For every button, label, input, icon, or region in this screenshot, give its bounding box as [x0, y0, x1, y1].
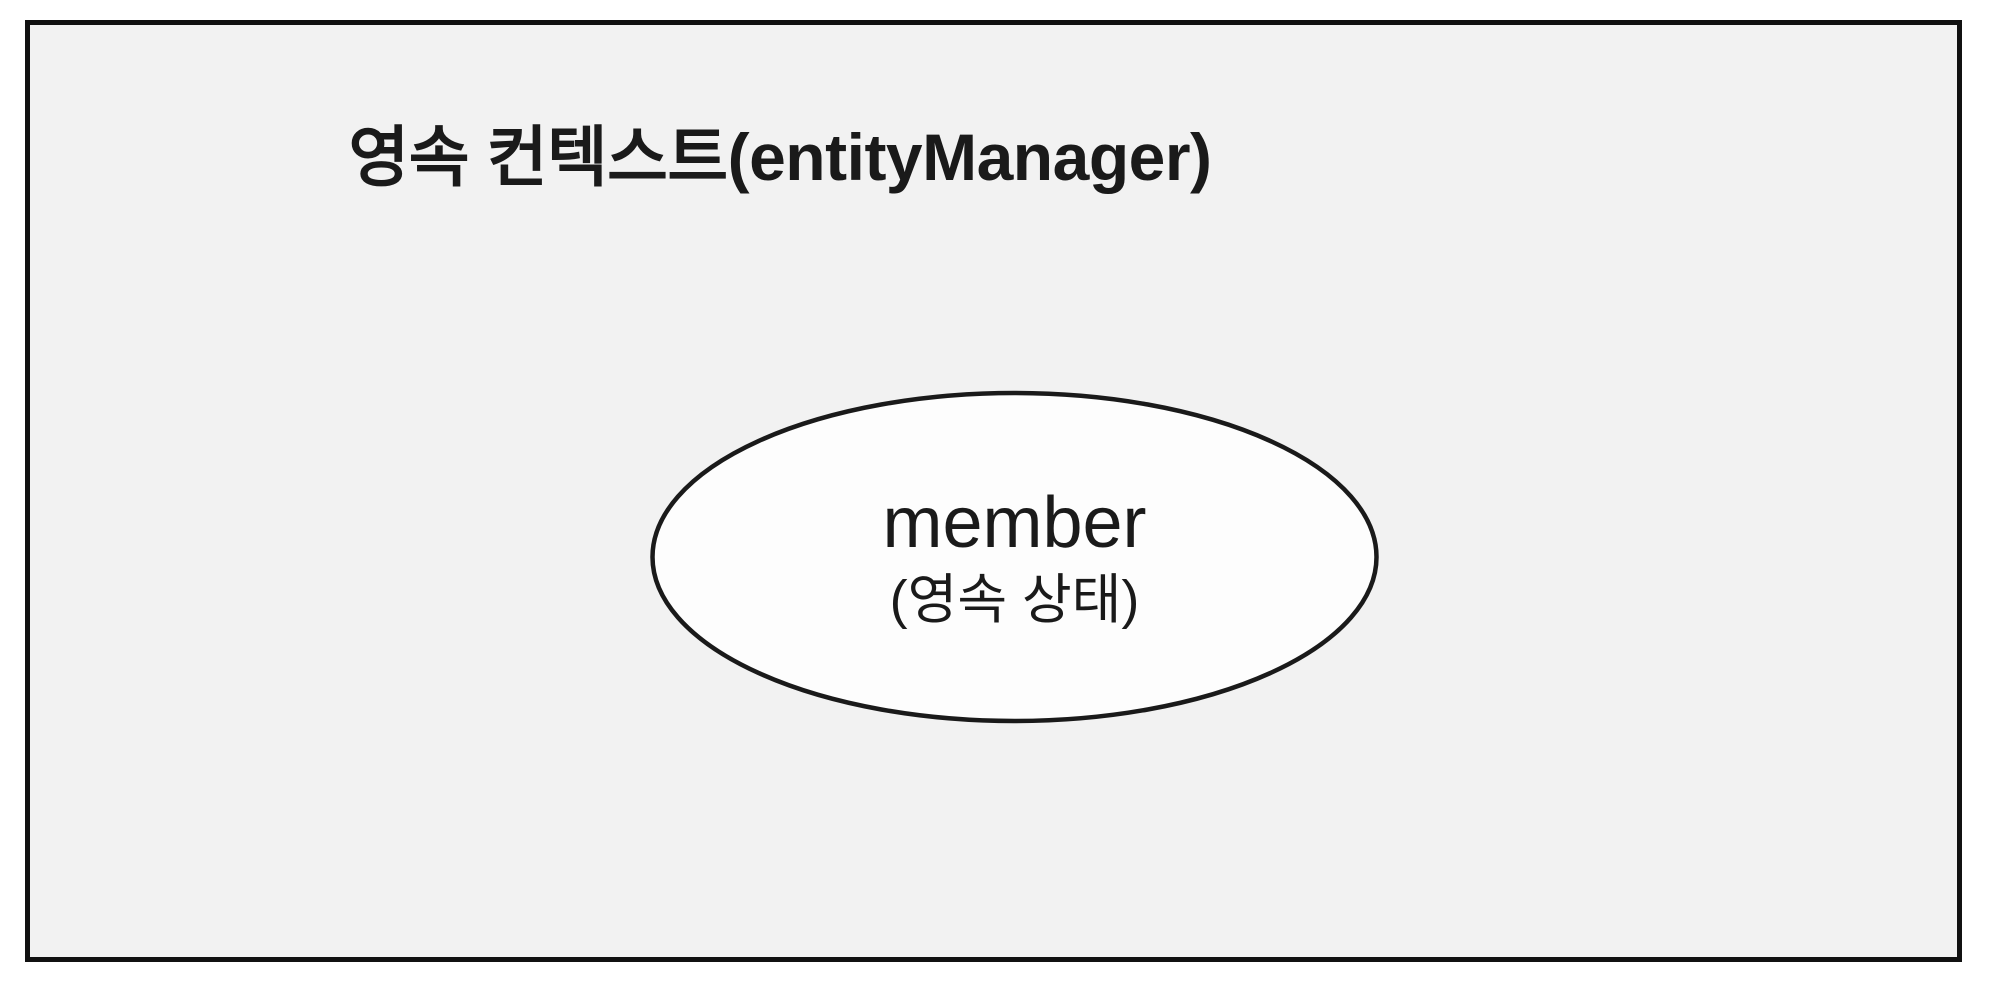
entity-node-member: member (영속 상태) — [650, 390, 1379, 724]
persistence-context-box: 영속 컨텍스트(entityManager) member (영속 상태) — [25, 20, 1962, 962]
ellipse-shape-icon — [650, 390, 1379, 724]
persistence-context-title: 영속 컨텍스트(entityManager) — [348, 120, 1212, 194]
